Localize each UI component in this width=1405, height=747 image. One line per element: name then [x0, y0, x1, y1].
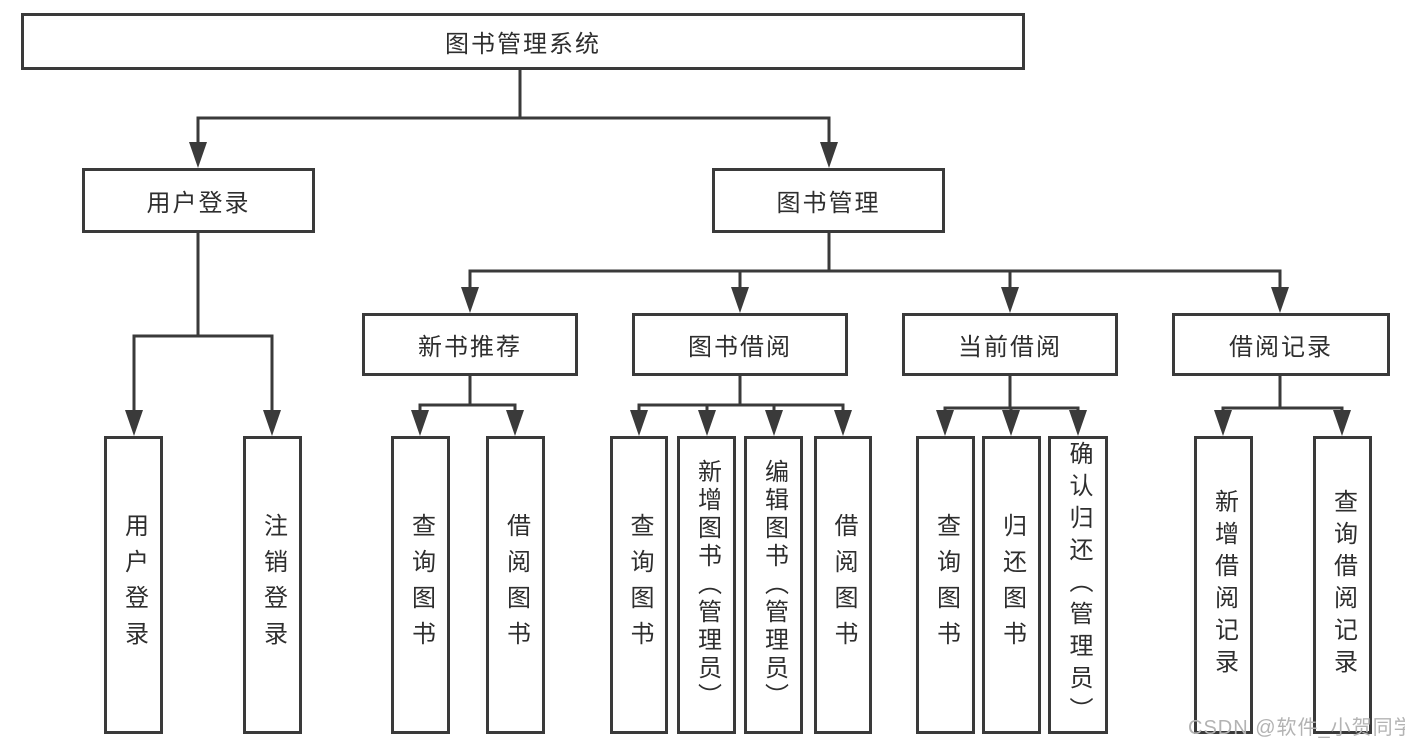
- arrow-down-icon: [765, 410, 783, 436]
- leaf-add-borrow-record: 新增借阅记录: [1194, 436, 1253, 734]
- leaf-query-books-borrow: 查询图书: [610, 436, 668, 734]
- leaf-query-books-current: 查询图书: [916, 436, 975, 734]
- arrow-down-icon: [1333, 410, 1351, 436]
- node-borrow-records: 借阅记录: [1172, 313, 1390, 376]
- arrow-down-icon: [630, 410, 648, 436]
- arrow-down-icon: [461, 287, 479, 313]
- arrow-down-icon: [936, 410, 954, 436]
- node-book-management: 图书管理: [712, 168, 945, 233]
- connector-newbooks-to-leaves: [411, 376, 524, 436]
- arrow-down-icon: [263, 410, 281, 436]
- arrow-down-icon: [1002, 410, 1020, 436]
- leaf-user-login: 用户登录: [104, 436, 163, 734]
- arrow-down-icon: [820, 142, 838, 168]
- leaf-return-books: 归还图书: [982, 436, 1041, 734]
- leaf-query-borrow-record: 查询借阅记录: [1313, 436, 1372, 734]
- node-book-borrowing: 图书借阅: [632, 313, 848, 376]
- connector-current-to-leaves: [936, 376, 1087, 436]
- leaf-add-books-admin: 新增图书（管理员）: [677, 436, 736, 734]
- arrow-down-icon: [834, 410, 852, 436]
- arrow-down-icon: [506, 410, 524, 436]
- connector-mgmt-to-level3: [461, 233, 1289, 313]
- connector-borrow-to-leaves: [630, 376, 852, 436]
- node-root-system: 图书管理系统: [21, 13, 1025, 70]
- leaf-edit-books-admin: 编辑图书（管理员）: [744, 436, 803, 734]
- arrow-down-icon: [1001, 287, 1019, 313]
- leaf-logout: 注销登录: [243, 436, 302, 734]
- arrow-down-icon: [189, 142, 207, 168]
- arrow-down-icon: [1069, 410, 1087, 436]
- node-current-borrowing: 当前借阅: [902, 313, 1118, 376]
- arrow-down-icon: [125, 410, 143, 436]
- leaf-query-books-recommend: 查询图书: [391, 436, 450, 734]
- node-new-book-recommend: 新书推荐: [362, 313, 578, 376]
- arrow-down-icon: [731, 287, 749, 313]
- connector-records-to-leaves: [1214, 376, 1351, 436]
- arrow-down-icon: [1271, 287, 1289, 313]
- leaf-borrow-books-recommend: 借阅图书: [486, 436, 545, 734]
- connector-login-to-leaves: [125, 233, 281, 436]
- watermark: CSDN @软件_小贺同学: [1188, 717, 1405, 739]
- leaf-confirm-return-admin: 确认归还（管理员）: [1048, 436, 1108, 734]
- node-user-login: 用户登录: [82, 168, 315, 233]
- leaf-borrow-books: 借阅图书: [814, 436, 872, 734]
- arrow-down-icon: [1214, 410, 1232, 436]
- arrow-down-icon: [698, 410, 716, 436]
- arrow-down-icon: [411, 410, 429, 436]
- connector-root-to-level2: [189, 70, 838, 168]
